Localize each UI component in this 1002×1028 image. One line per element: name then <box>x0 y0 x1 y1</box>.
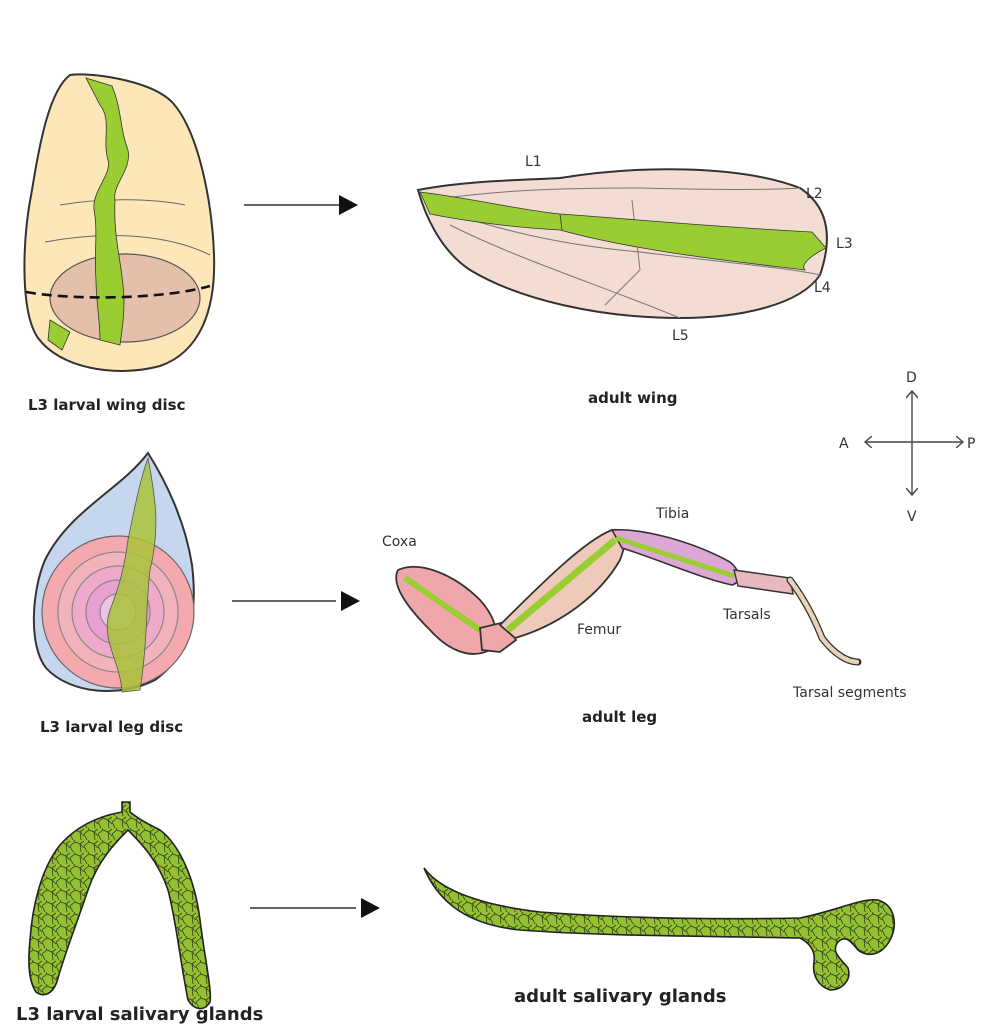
leg-label-tibia: Tibia <box>655 506 689 522</box>
leg-label-femur: Femur <box>577 622 621 638</box>
wing-disc <box>24 74 214 371</box>
axis-dorsal-label: D <box>906 370 917 386</box>
leg-disc <box>34 453 194 692</box>
tarsal-segments <box>790 580 858 662</box>
axis-compass <box>866 392 962 494</box>
vein-label-l5: L5 <box>672 328 689 344</box>
adult-wing <box>418 169 827 318</box>
adult-salivary-gland <box>424 868 894 990</box>
leg-label-tarsal-segments: Tarsal segments <box>792 685 906 701</box>
larval-glands-caption: L3 larval salivary glands <box>16 1004 263 1025</box>
larval-salivary-glands <box>29 802 210 1009</box>
axis-posterior-label: P <box>967 436 975 452</box>
leg-arrow-head <box>341 591 360 611</box>
adult-wing-caption: adult wing <box>588 389 678 407</box>
wing-arrow-head <box>339 195 358 215</box>
adult-leg <box>396 530 858 662</box>
vein-label-l3: L3 <box>836 236 853 252</box>
vein-label-l1: L1 <box>525 154 542 170</box>
wing-disc-caption: L3 larval wing disc <box>28 396 185 414</box>
axis-ventral-label: V <box>907 509 917 525</box>
vein-label-l4: L4 <box>814 280 831 296</box>
leg-disc-caption: L3 larval leg disc <box>40 718 183 736</box>
adult-glands-caption: adult salivary glands <box>514 986 726 1007</box>
leg-label-coxa: Coxa <box>382 534 417 550</box>
axis-anterior-label: A <box>839 436 849 452</box>
gland-arrow-head <box>361 898 380 918</box>
leg-label-tarsals: Tarsals <box>722 607 771 623</box>
vein-label-l2: L2 <box>806 186 823 202</box>
adult-leg-caption: adult leg <box>582 708 657 726</box>
tarsals <box>734 570 793 594</box>
